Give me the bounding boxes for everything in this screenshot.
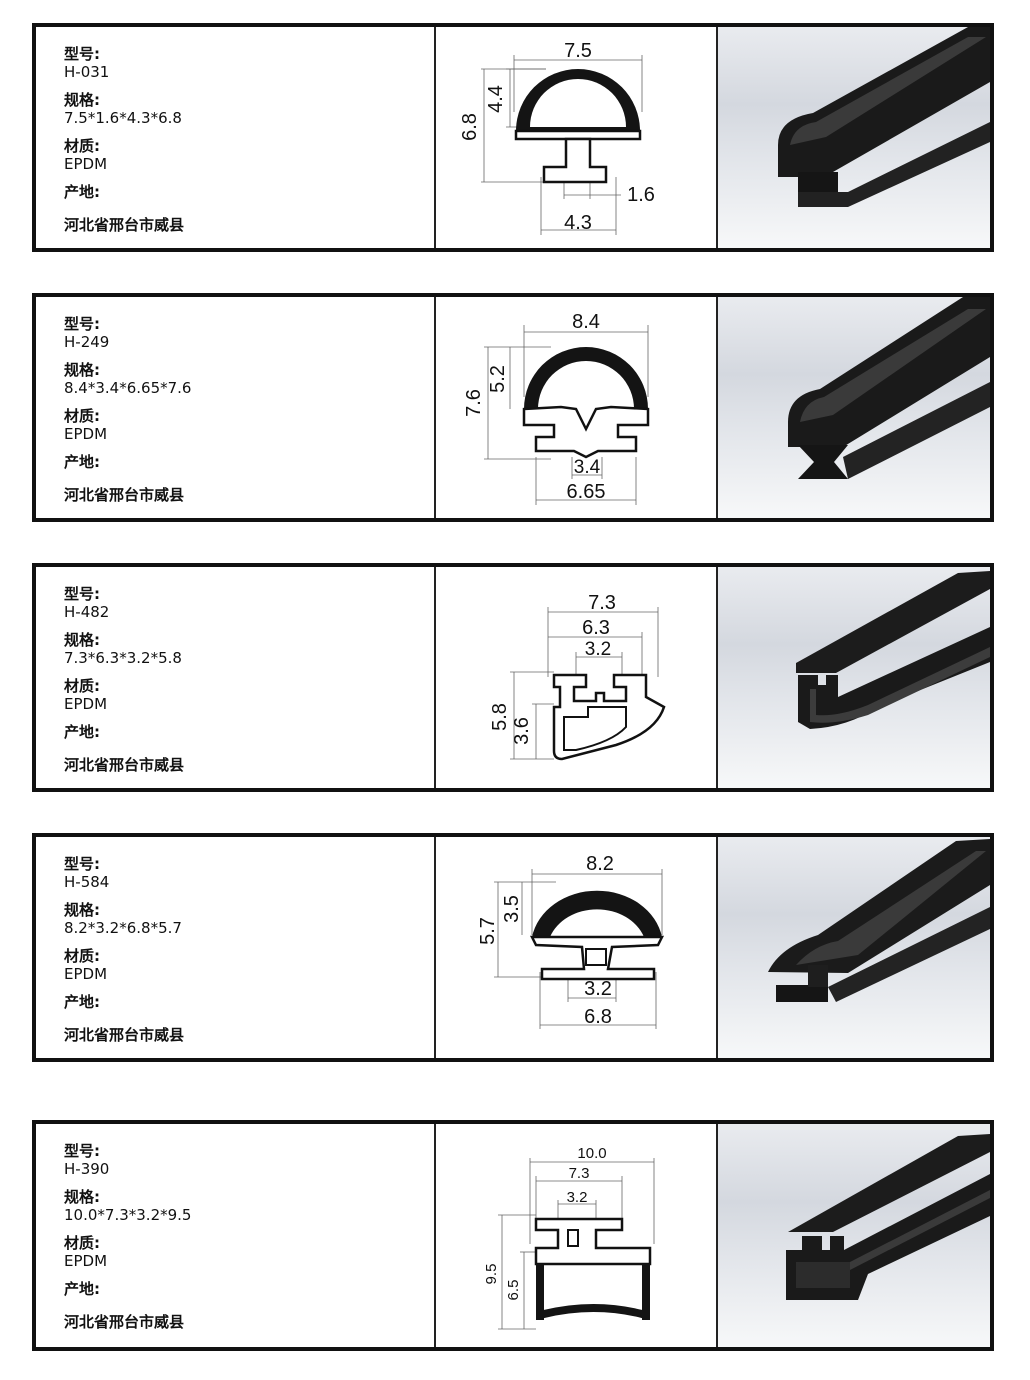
profile-drawing: 8.2 5.7 3.5 3.2 6.8: [436, 837, 718, 1058]
model-label: 型号:: [64, 315, 100, 333]
spec-value: 8.4*3.4*6.65*7.6: [64, 379, 192, 397]
profile-3d-render: [718, 27, 990, 248]
model-label: 型号:: [64, 585, 100, 603]
spec-label: 规格:: [64, 631, 100, 649]
product-card: 型号: H-249 规格: 8.4*3.4*6.65*7.6 材质: EPDM …: [32, 293, 994, 522]
origin-label: 产地:: [64, 723, 100, 741]
dim-top: 7.5: [564, 40, 592, 62]
dim-slot: 3.2: [584, 978, 612, 1000]
model-value: H-482: [64, 603, 110, 621]
product-info: 型号: H-584 规格: 8.2*3.2*6.8*5.7 材质: EPDM 产…: [36, 837, 436, 1058]
dim-w1: 7.3: [588, 592, 616, 614]
model-value: H-390: [64, 1160, 110, 1178]
cross-section-diagram: 8.4 7.6 5.2 3.4 6.65: [463, 311, 650, 505]
spec-label: 规格:: [64, 361, 100, 379]
dim-inner-height: 6.5: [505, 1280, 522, 1301]
cross-section-diagram: 8.2 5.7 3.5 3.2 6.8: [477, 853, 665, 1029]
product-info: 型号: H-390 规格: 10.0*7.3*3.2*9.5 材质: EPDM …: [36, 1124, 436, 1347]
origin-label: 产地:: [64, 183, 100, 201]
model-label: 型号:: [64, 45, 100, 63]
material-label: 材质:: [64, 677, 100, 695]
model-value: H-584: [64, 873, 110, 891]
material-value: EPDM: [64, 695, 108, 713]
cross-section-diagram: 7.5 6.8 4.4 1.6 4.3: [459, 40, 655, 235]
spec-value: 10.0*7.3*3.2*9.5: [64, 1206, 192, 1224]
spec-label: 规格:: [64, 901, 100, 919]
product-card: 型号: H-031 规格: 7.5*1.6*4.3*6.8 材质: EPDM 产…: [32, 23, 994, 252]
material-value: EPDM: [64, 1252, 108, 1270]
dim-w2: 7.3: [569, 1165, 590, 1182]
spec-label: 规格:: [64, 91, 100, 109]
product-info: 型号: H-031 规格: 7.5*1.6*4.3*6.8 材质: EPDM 产…: [36, 27, 436, 248]
material-label: 材质:: [64, 1234, 100, 1252]
dim-inner-height: 4.4: [485, 85, 507, 113]
dim-outer-height: 5.8: [489, 703, 511, 731]
profile-drawing: 7.5 6.8 4.4 1.6 4.3: [436, 27, 718, 248]
material-label: 材质:: [64, 947, 100, 965]
origin-label: 产地:: [64, 993, 100, 1011]
dim-slot: 3.4: [574, 457, 601, 478]
profile-3d-render: [718, 297, 990, 518]
product-info: 型号: H-482 规格: 7.3*6.3*3.2*5.8 材质: EPDM 产…: [36, 567, 436, 788]
dim-top: 8.4: [572, 311, 600, 333]
dim-outer-height: 6.8: [459, 113, 481, 141]
dim-slot: 1.6: [627, 184, 655, 206]
dim-outer-height: 5.7: [477, 917, 499, 945]
origin-value: 河北省邢台市威县: [64, 216, 185, 234]
origin-label: 产地:: [64, 1280, 100, 1298]
spec-value: 7.3*6.3*3.2*5.8: [64, 649, 182, 667]
origin-value: 河北省邢台市威县: [64, 756, 185, 774]
model-label: 型号:: [64, 1142, 100, 1160]
profile-3d-render: [718, 567, 990, 788]
model-value: H-249: [64, 333, 110, 351]
dim-inner-height: 3.6: [511, 717, 533, 745]
dim-inner-height: 5.2: [487, 365, 509, 393]
dim-outer-height: 9.5: [483, 1264, 500, 1285]
dim-base: 4.3: [564, 212, 592, 234]
cross-section-diagram: 10.0 7.3 3.2 9.5 6.5: [483, 1145, 655, 1330]
product-card: 型号: H-482 规格: 7.3*6.3*3.2*5.8 材质: EPDM 产…: [32, 563, 994, 792]
dim-w2: 6.3: [582, 617, 610, 639]
material-value: EPDM: [64, 155, 108, 173]
product-info: 型号: H-249 规格: 8.4*3.4*6.65*7.6 材质: EPDM …: [36, 297, 436, 518]
profile-3d-render: [718, 1124, 990, 1347]
model-label: 型号:: [64, 855, 100, 873]
dim-base: 6.8: [584, 1006, 612, 1028]
profile-drawing: 7.3 6.3 3.2 5.8 3.6: [436, 567, 718, 788]
dim-top: 8.2: [586, 853, 614, 875]
product-card: 型号: H-584 规格: 8.2*3.2*6.8*5.7 材质: EPDM 产…: [32, 833, 994, 1062]
origin-label: 产地:: [64, 453, 100, 471]
cross-section-diagram: 7.3 6.3 3.2 5.8 3.6: [489, 592, 666, 761]
dim-w3: 3.2: [585, 639, 611, 660]
dim-w3: 3.2: [567, 1189, 588, 1206]
material-value: EPDM: [64, 965, 108, 983]
dim-base: 6.65: [567, 481, 606, 503]
spec-value: 7.5*1.6*4.3*6.8: [64, 109, 182, 127]
model-value: H-031: [64, 63, 110, 81]
spec-value: 8.2*3.2*6.8*5.7: [64, 919, 182, 937]
profile-drawing: 10.0 7.3 3.2 9.5 6.5: [436, 1124, 718, 1347]
origin-value: 河北省邢台市威县: [64, 1026, 185, 1044]
origin-value: 河北省邢台市威县: [64, 486, 185, 504]
material-label: 材质:: [64, 407, 100, 425]
profile-3d-render: [718, 837, 990, 1058]
product-card: 型号: H-390 规格: 10.0*7.3*3.2*9.5 材质: EPDM …: [32, 1120, 994, 1351]
dim-outer-height: 7.6: [463, 389, 485, 417]
spec-label: 规格:: [64, 1188, 100, 1206]
profile-drawing: 8.4 7.6 5.2 3.4 6.65: [436, 297, 718, 518]
dim-w1: 10.0: [577, 1145, 606, 1162]
origin-value: 河北省邢台市威县: [64, 1313, 185, 1331]
material-value: EPDM: [64, 425, 108, 443]
material-label: 材质:: [64, 137, 100, 155]
dim-inner-height: 3.5: [501, 895, 523, 923]
